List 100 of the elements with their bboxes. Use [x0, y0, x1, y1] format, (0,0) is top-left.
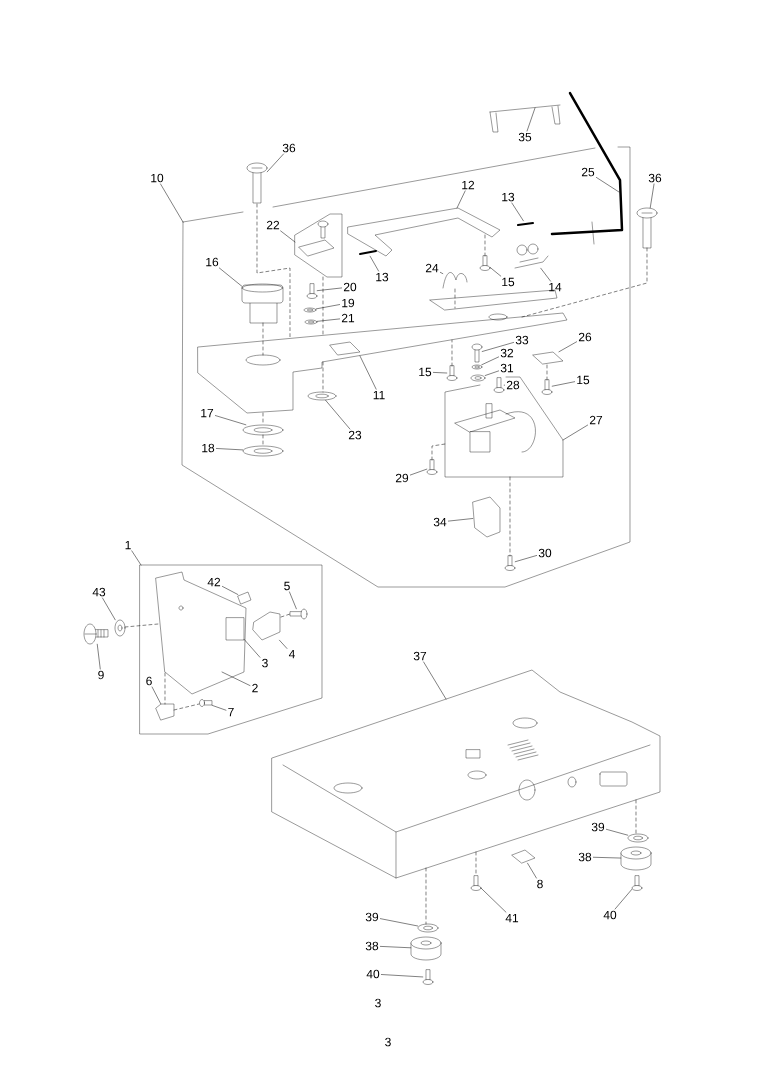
callout-number: 24: [425, 263, 439, 273]
assembly-line: [425, 867, 427, 925]
leader-line: [160, 183, 184, 223]
leader-line: [316, 318, 340, 322]
callout-number: 22: [266, 220, 280, 230]
washer: [242, 445, 284, 457]
washer: [114, 619, 126, 637]
leader-line: [481, 356, 499, 366]
callout-number: 41: [505, 913, 519, 923]
callout-number: 27: [589, 415, 603, 425]
assembly-line: [262, 412, 264, 426]
leader-line: [325, 399, 351, 430]
screw: [471, 343, 483, 363]
callout-number: 36: [648, 173, 662, 183]
screw: [426, 459, 438, 475]
callout-number: 33: [515, 335, 529, 345]
callout-number: 43: [92, 587, 106, 597]
screw: [446, 365, 458, 381]
leader-line: [131, 550, 142, 566]
screw: [631, 875, 643, 891]
washer: [417, 923, 439, 933]
screw: [422, 969, 434, 985]
leader-line: [481, 342, 514, 352]
callout-number: 18: [202, 443, 215, 453]
leader-line: [211, 705, 227, 711]
assembly-line: [509, 476, 511, 557]
leader-line: [266, 153, 284, 173]
leader-line: [97, 643, 101, 670]
bracket: [472, 496, 501, 538]
leader-line: [440, 272, 444, 274]
washer: [242, 424, 284, 436]
screw: [246, 162, 268, 204]
spring: [442, 272, 468, 289]
callout-number: 1: [125, 540, 131, 550]
assembly-line: [431, 443, 446, 461]
callout-number: 26: [578, 332, 592, 342]
callout-number: 15: [419, 367, 432, 377]
callout-number: 13: [376, 272, 389, 282]
assembly-line: [475, 851, 477, 877]
screw: [479, 255, 491, 271]
assembly-line: [546, 363, 548, 381]
leader-line: [216, 448, 244, 451]
leader-line: [219, 267, 243, 287]
callout-number: 37: [413, 651, 427, 661]
leader-line: [448, 518, 474, 522]
washer: [303, 307, 317, 313]
assembly-line: [173, 703, 200, 711]
plate: [532, 351, 564, 365]
callout-number: 15: [502, 277, 515, 287]
callout-number: 9: [98, 670, 104, 680]
assembly-line: [262, 434, 264, 447]
leader-line: [456, 190, 466, 209]
callout-number: 30: [538, 548, 552, 558]
callout-number: 15: [577, 375, 590, 385]
leader-line: [511, 202, 524, 222]
leader-line: [151, 686, 161, 705]
leader-line: [593, 857, 622, 859]
pin: [517, 222, 534, 226]
screw: [541, 379, 553, 395]
leader-line: [381, 974, 424, 978]
label-plate: [225, 617, 245, 641]
callout-number: 31: [500, 363, 514, 373]
leader-line: [280, 230, 296, 243]
assembly-line: [262, 322, 264, 356]
clip: [511, 849, 536, 864]
switch: [252, 611, 281, 641]
group-frame: [139, 564, 323, 735]
callout-number: 42: [207, 577, 221, 587]
screw: [199, 699, 213, 707]
screw: [470, 875, 482, 891]
callout-number: 19: [342, 298, 355, 308]
leader-line: [315, 304, 340, 310]
leader-line: [102, 597, 116, 621]
leader-line: [380, 946, 412, 949]
screw: [289, 608, 308, 620]
callout-number: 25: [581, 167, 595, 177]
leader-line: [316, 287, 342, 291]
callout-number: 34: [433, 517, 447, 527]
callout-number: 35: [518, 132, 532, 142]
callout-number: 13: [502, 192, 515, 202]
leader-line: [527, 862, 537, 879]
base-tray: [271, 669, 661, 879]
leader-line: [489, 267, 502, 277]
rubber-foot: [620, 846, 652, 871]
leader-line: [433, 372, 448, 374]
leader-line: [558, 341, 577, 353]
leader-line: [484, 370, 499, 376]
callout-number: 12: [462, 180, 475, 190]
leader-line: [222, 586, 239, 595]
assembly-line: [164, 672, 166, 705]
leader-line: [562, 424, 588, 441]
side-cover: [155, 571, 247, 695]
knob: [241, 283, 284, 324]
leader-line: [526, 107, 536, 132]
assembly-line: [322, 361, 324, 393]
callout-number: 23: [348, 430, 362, 440]
callout-number: 39: [591, 822, 605, 832]
callout-number: 28: [506, 380, 520, 390]
leader-line: [423, 661, 447, 700]
leader-line: [503, 384, 505, 386]
